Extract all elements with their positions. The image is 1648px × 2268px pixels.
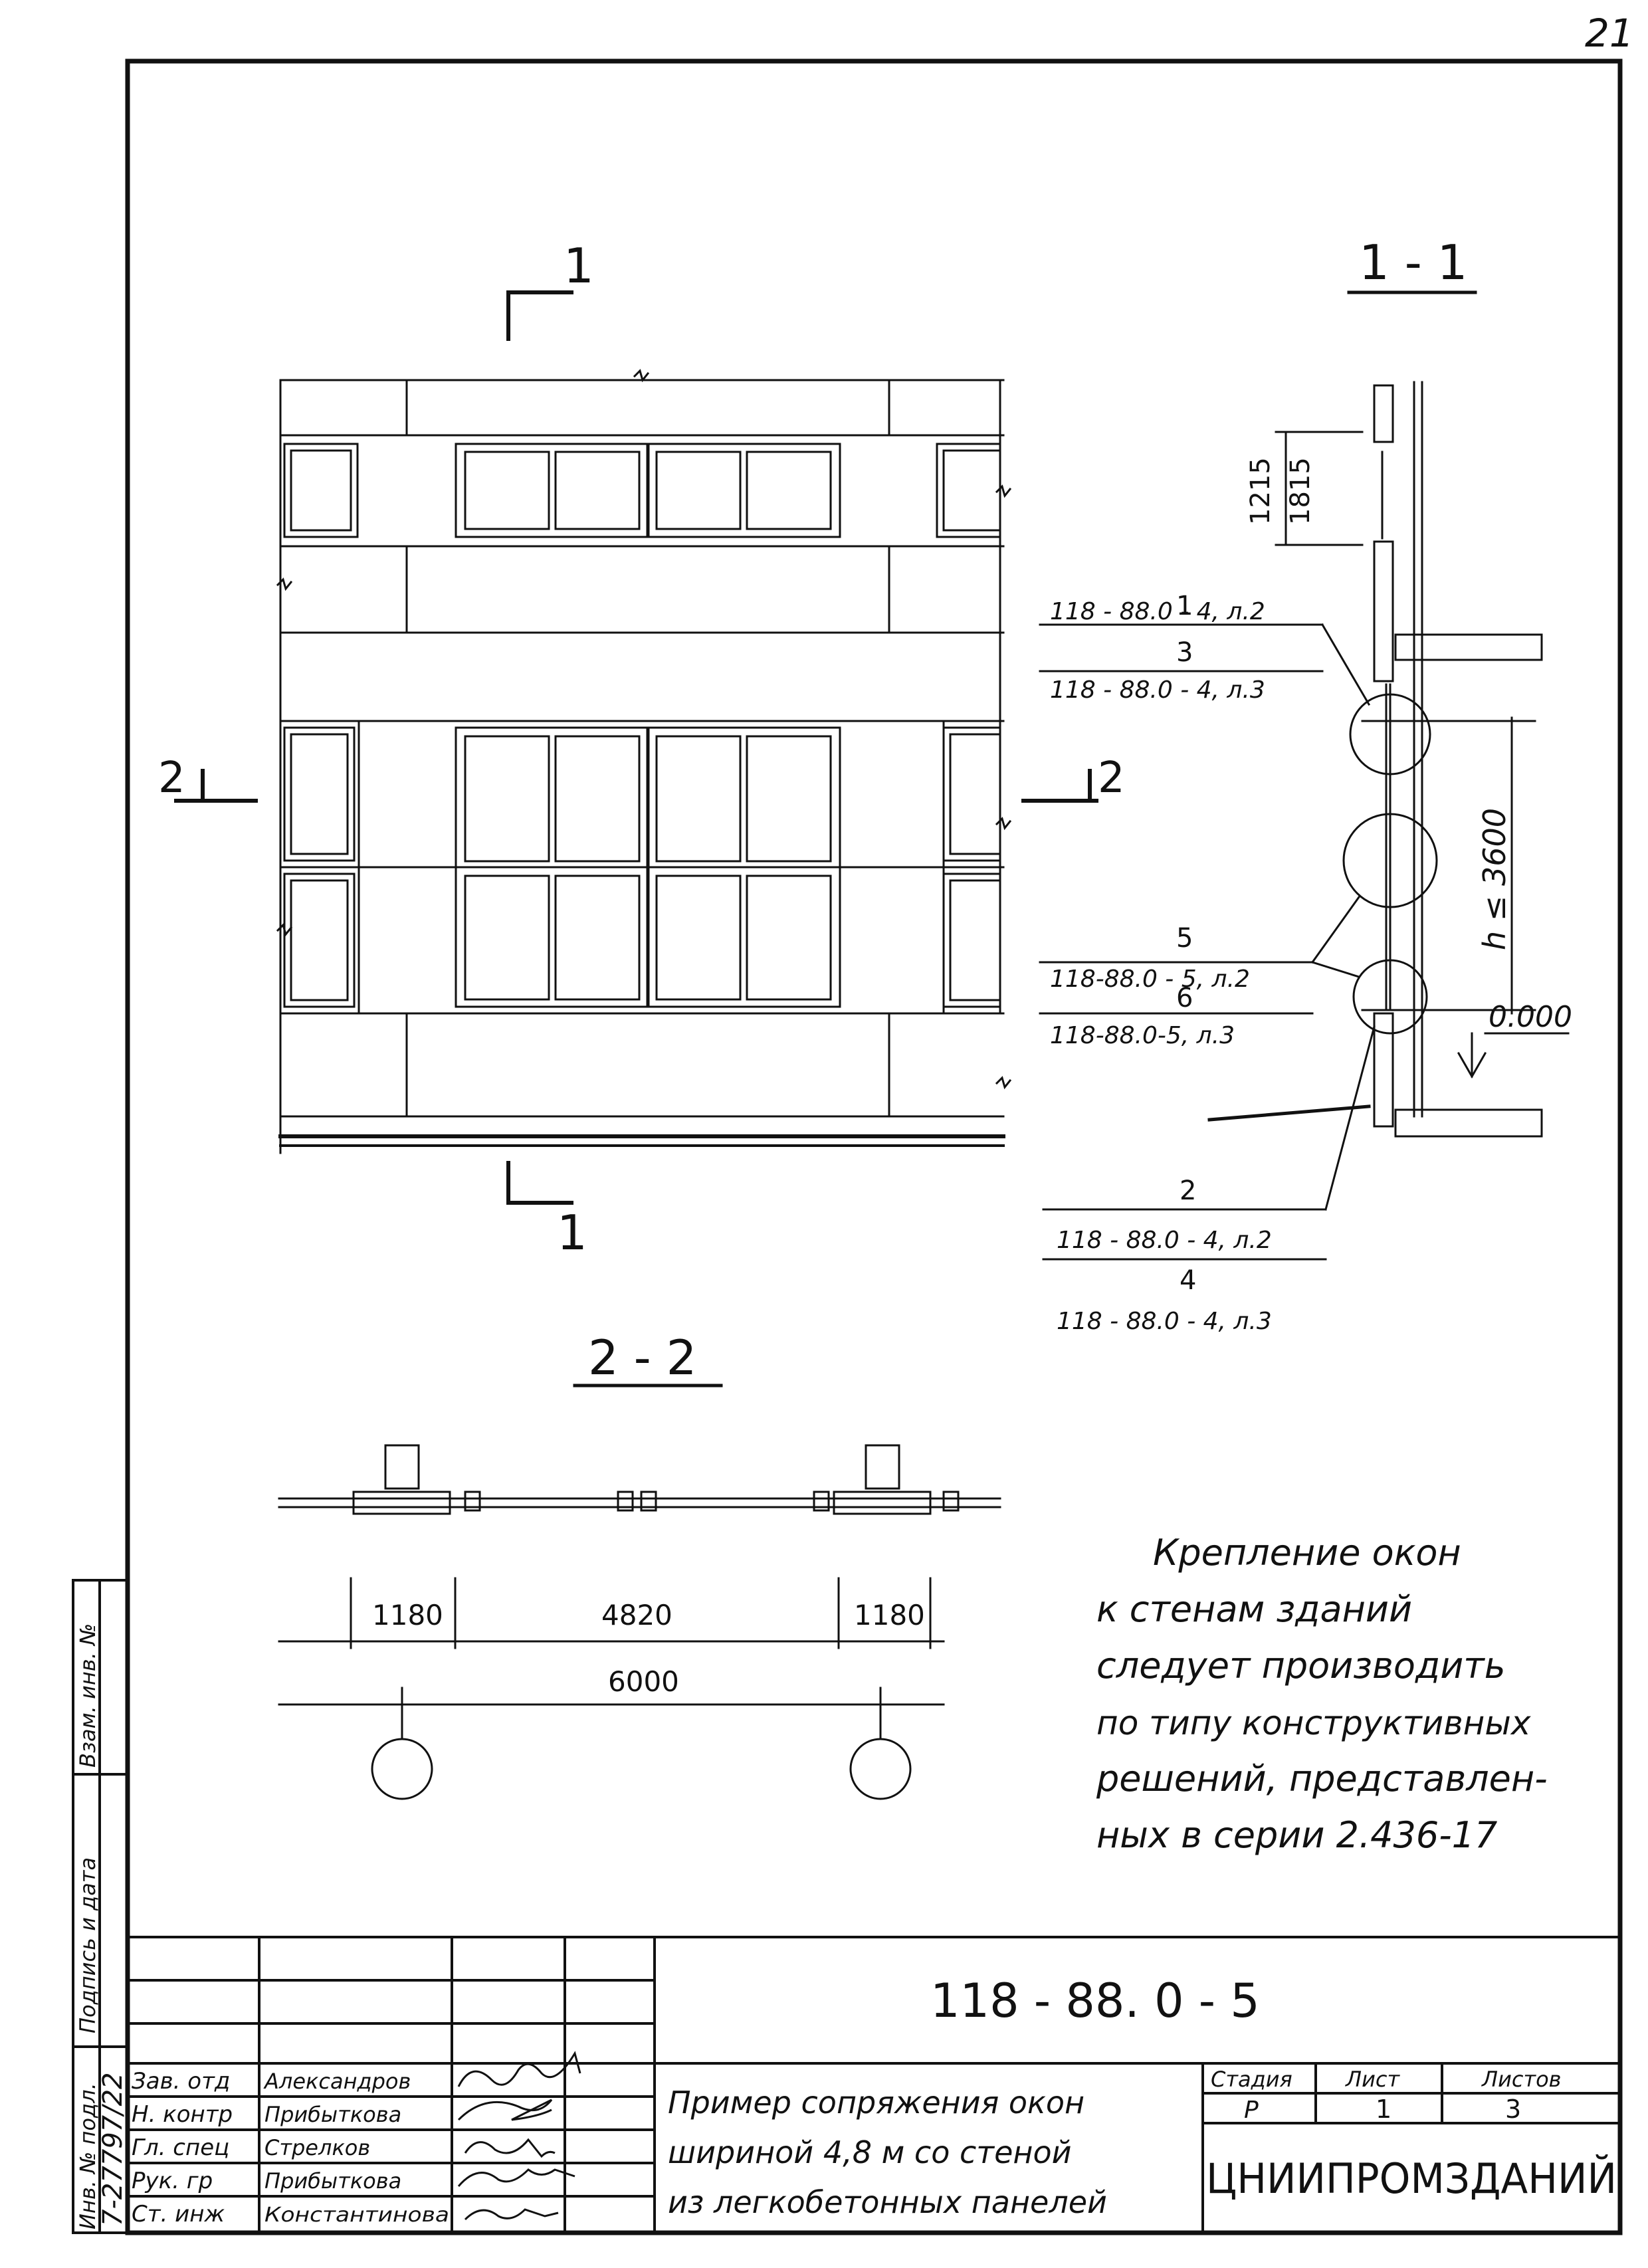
callout-num-2: 2 [1180, 1176, 1196, 1206]
dim-4820: 4820 [601, 1599, 672, 1631]
staff-name-2: Прибыткова [264, 2102, 401, 2127]
staff-name-5: Константинова [264, 2204, 449, 2227]
callout-num-4: 4 [1180, 1265, 1196, 1296]
note-line-4: по типу конструктивных [1096, 1704, 1531, 1742]
callout-num-1: 1 [1176, 591, 1193, 621]
stage-value: Р [1244, 2097, 1259, 2124]
staff-name-1: Александров [263, 2069, 411, 2094]
dim-1180-left: 1180 [372, 1599, 443, 1631]
signature-5 [464, 2208, 559, 2221]
section-1-1-title: 1 - 1 [1359, 235, 1467, 290]
callout-ref-5: 118-88.0 - 5, л.2 [1050, 966, 1250, 993]
note-line-3: следует производить [1096, 1645, 1506, 1687]
elev-cut-top-label: 1 [564, 238, 594, 294]
sheets-value: 3 [1505, 2095, 1521, 2124]
signature-3 [464, 2138, 556, 2158]
callout-ref-6: 118-88.0-5, л.3 [1050, 1022, 1235, 1049]
dim-1215: 1215 [1245, 457, 1276, 525]
note-line-5: решений, представлен- [1096, 1758, 1548, 1800]
section-cut-marks [174, 290, 1098, 1205]
stage-label: Стадия [1211, 2067, 1292, 2092]
title-line-2: шириной 4,8 м со стеной [668, 2134, 1071, 2170]
callout-num-3: 3 [1176, 637, 1193, 668]
section-2-2-title: 2 - 2 [588, 1330, 696, 1386]
elev-cut-left-label: 2 [158, 754, 185, 803]
section-2-2-drawing [278, 1384, 1001, 1800]
sheets-label: Листов [1481, 2067, 1562, 2092]
level-0000: 0.000 [1489, 1000, 1572, 1034]
staff-role-5: Ст. инж [132, 2201, 225, 2227]
title-line-1: Пример сопряжения окон [668, 2085, 1084, 2120]
facade-elevation [276, 369, 1012, 1154]
dim-1815: 1815 [1285, 457, 1316, 525]
side-label-podpis: Подпись и дата [75, 1857, 100, 2033]
note-line-1: Крепление окон [1153, 1532, 1461, 1574]
signature-4 [457, 2168, 575, 2187]
elev-cut-bottom-label: 1 [557, 1205, 587, 1261]
callout-num-6: 6 [1176, 983, 1193, 1013]
title-block-frame [126, 1936, 1621, 2234]
dim-6000: 6000 [608, 1665, 679, 1698]
page-number: 21 [1585, 11, 1634, 56]
note-line-6: ных в серии 2.436-17 [1096, 1814, 1497, 1856]
staff-name-4: Прибыткова [264, 2168, 401, 2194]
dim-h-3600: h ≤ 3600 [1477, 808, 1512, 950]
section-1-1-drawing [1039, 290, 1570, 1261]
sheet-frame [125, 58, 1623, 2235]
dim-1180-right: 1180 [854, 1599, 925, 1631]
callout-ref-3: 118 - 88.0 - 4, л.3 [1050, 676, 1265, 704]
side-inv-number: 7-27797/22 [98, 2072, 128, 2226]
callout-ref-1: 118 - 88.0 - 4, л.2 [1050, 598, 1265, 625]
title-line-3: из легкобетонных панелей [668, 2184, 1107, 2220]
side-label-inv-podl: Инв. № подл. [75, 2083, 100, 2229]
signature-2 [457, 2099, 553, 2121]
callout-ref-4: 118 - 88.0 - 4, л.3 [1057, 1308, 1272, 1335]
side-label-vzam: Взам. инв. № [75, 1623, 100, 1768]
staff-role-4: Рук. гр [132, 2168, 213, 2194]
doc-code: 118 - 88. 0 - 5 [930, 1974, 1260, 2028]
elev-cut-right-label: 2 [1098, 754, 1125, 803]
callout-num-5: 5 [1176, 923, 1193, 954]
signature-1 [457, 2051, 581, 2087]
sheet-value: 1 [1376, 2095, 1391, 2124]
staff-role-3: Гл. спец [132, 2134, 229, 2161]
staff-name-3: Стрелков [264, 2135, 370, 2160]
staff-role-1: Зав. отд [132, 2068, 230, 2095]
callout-ref-2: 118 - 88.0 - 4, л.2 [1057, 1227, 1272, 1254]
note-line-2: к стенам зданий [1096, 1588, 1412, 1630]
organization: ЦНИИПРОМЗДАНИЙ [1206, 2154, 1617, 2203]
staff-role-2: Н. контр [132, 2101, 233, 2128]
sheet-label: Лист [1345, 2067, 1400, 2092]
side-stamp-frame [72, 1579, 129, 2234]
